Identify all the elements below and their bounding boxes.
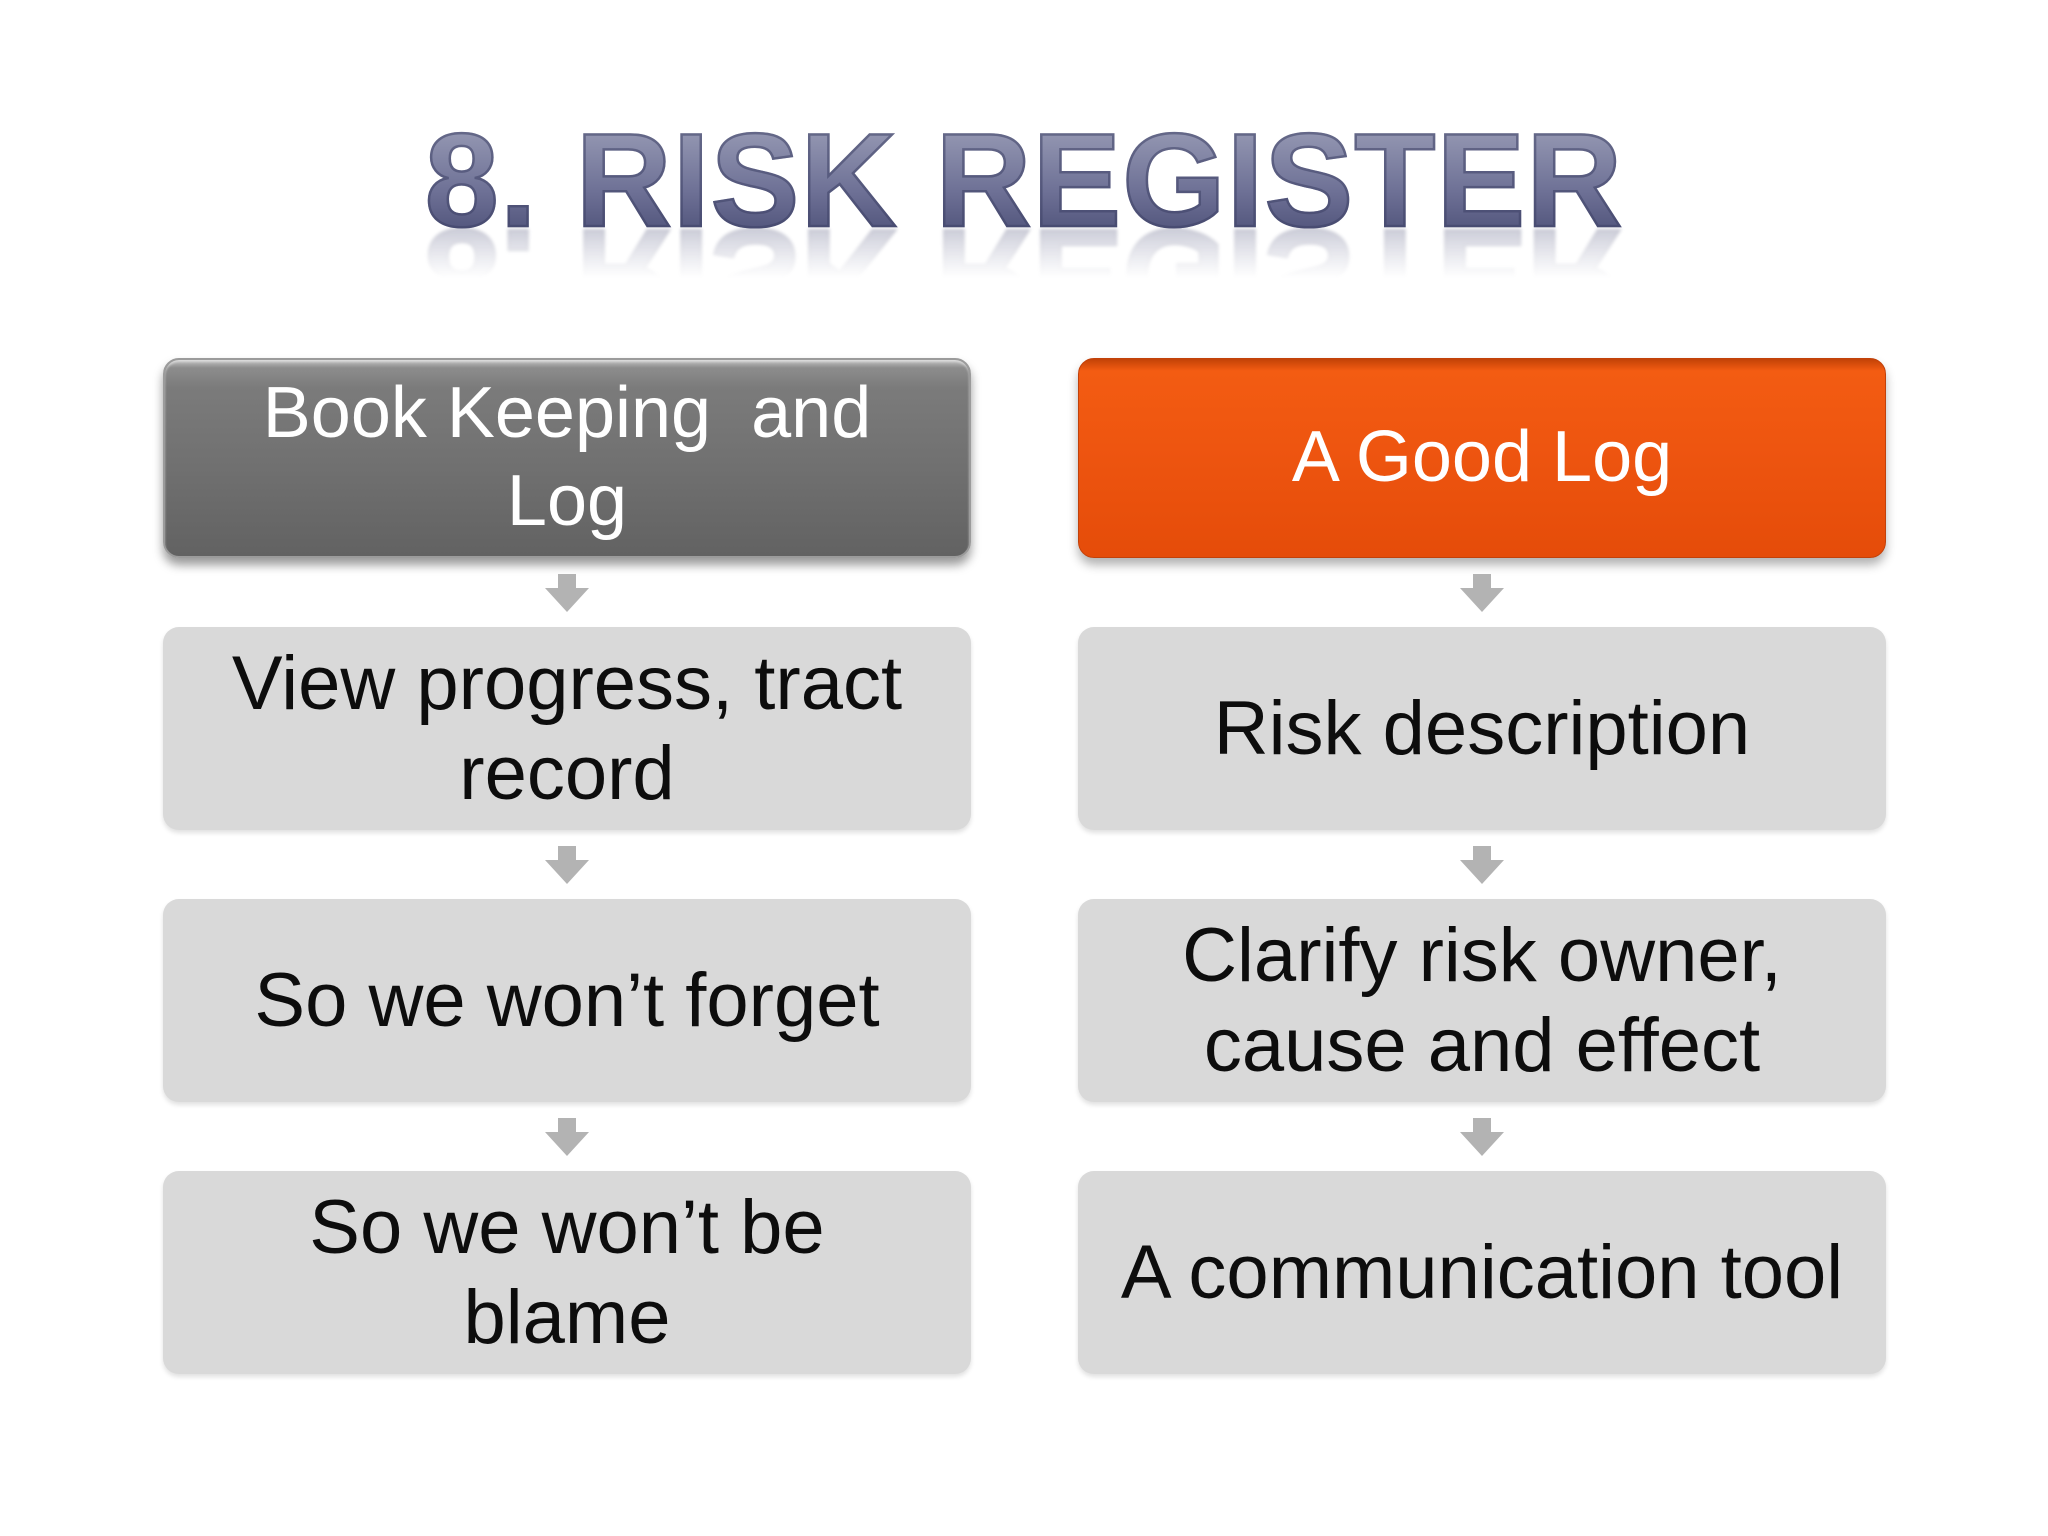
column-book-keeping: Book Keeping and Log View progress, trac… xyxy=(163,358,971,1374)
flow-box-view-progress: View progress, tract record xyxy=(163,627,971,830)
flow-header-book-keeping: Book Keeping and Log xyxy=(163,358,971,558)
down-arrow-icon xyxy=(545,845,589,884)
arrow-connector xyxy=(163,1102,971,1171)
flow-diagram: Book Keeping and Log View progress, trac… xyxy=(163,358,1886,1374)
flow-header-good-log: A Good Log xyxy=(1078,358,1886,558)
down-arrow-icon xyxy=(1460,1117,1504,1156)
flow-box-risk-description: Risk description xyxy=(1078,627,1886,830)
flow-box-clarify-risk-owner: Clarify risk owner, cause and effect xyxy=(1078,899,1886,1102)
flow-box-wont-forget: So we won’t forget xyxy=(163,899,971,1102)
title-area: 8. RISK REGISTER 8. RISK REGISTER xyxy=(0,106,2048,351)
arrow-connector xyxy=(1078,830,1886,899)
arrow-connector xyxy=(163,830,971,899)
down-arrow-icon xyxy=(1460,573,1504,612)
flow-box-wont-be-blame: So we won’t be blame xyxy=(163,1171,971,1374)
page-title: 8. RISK REGISTER xyxy=(0,106,2048,255)
arrow-connector xyxy=(1078,1102,1886,1171)
down-arrow-icon xyxy=(545,573,589,612)
page-title-reflection: 8. RISK REGISTER xyxy=(0,200,2048,351)
flow-box-communication-tool: A communication tool xyxy=(1078,1171,1886,1374)
down-arrow-icon xyxy=(545,1117,589,1156)
down-arrow-icon xyxy=(1460,845,1504,884)
arrow-connector xyxy=(163,558,971,627)
column-good-log: A Good Log Risk description Clarify risk… xyxy=(1078,358,1886,1374)
arrow-connector xyxy=(1078,558,1886,627)
